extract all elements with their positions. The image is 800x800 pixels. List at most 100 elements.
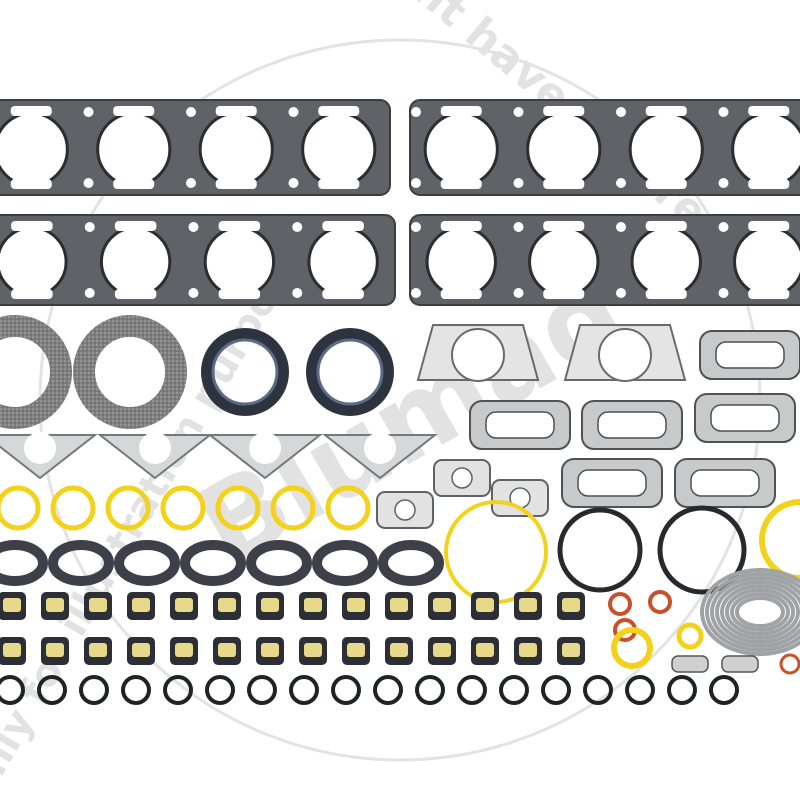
bore-hole bbox=[96, 111, 172, 187]
valve-stem-seal-cap bbox=[132, 643, 150, 657]
bore-hole bbox=[0, 226, 68, 298]
liner-seal-7 bbox=[378, 540, 444, 586]
valve-stem-seal-cap bbox=[519, 643, 537, 657]
water-port bbox=[543, 179, 585, 189]
water-port bbox=[440, 221, 482, 231]
bolt-hole bbox=[718, 107, 729, 117]
water-port bbox=[645, 106, 687, 116]
water-port bbox=[114, 221, 157, 231]
water-port bbox=[10, 106, 52, 116]
water-port bbox=[440, 289, 482, 299]
valve-stem-seal-cap bbox=[218, 598, 236, 612]
liner-seal-2 bbox=[48, 540, 114, 586]
liner-seal-3 bbox=[114, 540, 180, 586]
large-black-ring-2 bbox=[657, 505, 747, 595]
yellow-o-ring-2 bbox=[50, 485, 96, 531]
black-o-ring-15 bbox=[583, 675, 613, 705]
bolt-hole bbox=[616, 107, 626, 117]
bolt-hole bbox=[188, 288, 199, 298]
bolt-hole bbox=[292, 222, 303, 232]
valve-stem-seal-cap bbox=[304, 643, 322, 657]
gasket-plate bbox=[409, 99, 800, 196]
triangle-gasket-hole bbox=[249, 432, 281, 464]
yellow-o-ring-3 bbox=[105, 485, 151, 531]
bolt-hole bbox=[616, 222, 626, 232]
valve-stem-seal-cap bbox=[261, 598, 279, 612]
crank-seal-1 bbox=[201, 328, 289, 416]
valve-stem-seal-cap bbox=[433, 598, 451, 612]
valve-stem-seal-cap bbox=[261, 643, 279, 657]
bore-hole bbox=[630, 226, 702, 298]
yellow-o-ring-6 bbox=[270, 485, 316, 531]
black-o-ring-8 bbox=[289, 675, 319, 705]
sealing-band-coil bbox=[720, 584, 800, 640]
black-o-ring-7 bbox=[247, 675, 277, 705]
red-o-ring-1 bbox=[608, 592, 632, 616]
manifold-gasket-port bbox=[690, 469, 760, 497]
sealing-band-coil bbox=[700, 568, 800, 656]
black-o-ring-10 bbox=[373, 675, 403, 705]
valve-stem-seal-cap bbox=[476, 643, 494, 657]
valve-stem-seal-cap bbox=[3, 598, 21, 612]
yellow-o-ring-5 bbox=[215, 485, 261, 531]
liner-seal-4 bbox=[180, 540, 246, 586]
bolt-hole bbox=[292, 288, 303, 298]
manifold-gasket-port bbox=[485, 411, 555, 439]
large-black-ring-1 bbox=[557, 507, 643, 593]
bolt-hole bbox=[84, 288, 95, 298]
bore-hole bbox=[307, 226, 379, 298]
yellow-o-ring-1 bbox=[0, 485, 41, 531]
black-o-ring-17 bbox=[667, 675, 697, 705]
bolt-hole bbox=[513, 222, 524, 232]
small-washer-2 bbox=[721, 655, 759, 673]
black-o-ring-9 bbox=[331, 675, 361, 705]
valve-stem-seal-cap bbox=[347, 598, 365, 612]
black-o-ring-12 bbox=[457, 675, 487, 705]
sealing-band-coil bbox=[730, 592, 790, 632]
bolt-hole bbox=[83, 178, 94, 188]
paper-gasket-hole bbox=[598, 328, 652, 382]
valve-stem-seal-cap bbox=[46, 643, 64, 657]
bore-hole bbox=[423, 111, 499, 187]
valve-stem-seal-cap bbox=[218, 643, 236, 657]
valve-stem-seal-cap bbox=[519, 598, 537, 612]
black-o-ring-5 bbox=[163, 675, 193, 705]
black-o-ring-1 bbox=[0, 675, 25, 705]
water-port bbox=[645, 289, 687, 299]
crank-seal-2 bbox=[306, 328, 394, 416]
sealing-band-coil bbox=[715, 580, 800, 644]
yellow-seal-small bbox=[611, 627, 653, 669]
water-port bbox=[543, 289, 585, 299]
red-o-ring-edge bbox=[779, 653, 800, 675]
valve-stem-seal-cap bbox=[89, 598, 107, 612]
water-port bbox=[645, 221, 687, 231]
bolt-hole bbox=[411, 222, 421, 232]
sealing-band-coil bbox=[710, 576, 800, 648]
triangle-gasket-hole bbox=[24, 432, 56, 464]
triangle-gasket-hole bbox=[364, 432, 396, 464]
bore-hole bbox=[731, 111, 800, 187]
valve-stem-seal-cap bbox=[132, 598, 150, 612]
water-port bbox=[322, 289, 364, 299]
small-flange-hole bbox=[451, 467, 473, 489]
black-o-ring-4 bbox=[121, 675, 151, 705]
water-port bbox=[215, 106, 257, 116]
valve-stem-seal-cap bbox=[3, 643, 21, 657]
water-port bbox=[113, 179, 155, 189]
valve-stem-seal-cap bbox=[304, 598, 322, 612]
sealing-band-coil bbox=[725, 588, 795, 636]
black-o-ring-2 bbox=[37, 675, 67, 705]
bore-hole bbox=[628, 111, 704, 187]
manifold-gasket-port bbox=[710, 404, 780, 432]
small-flange-hole bbox=[394, 499, 416, 521]
black-o-ring-13 bbox=[499, 675, 529, 705]
yellow-o-ring-7 bbox=[325, 485, 371, 531]
water-port bbox=[218, 221, 261, 231]
water-port bbox=[748, 179, 790, 189]
bolt-hole bbox=[718, 222, 729, 232]
red-o-ring-2 bbox=[648, 590, 672, 614]
bore-hole bbox=[203, 226, 276, 298]
gasket-plate bbox=[0, 99, 391, 196]
bolt-hole bbox=[188, 222, 199, 232]
